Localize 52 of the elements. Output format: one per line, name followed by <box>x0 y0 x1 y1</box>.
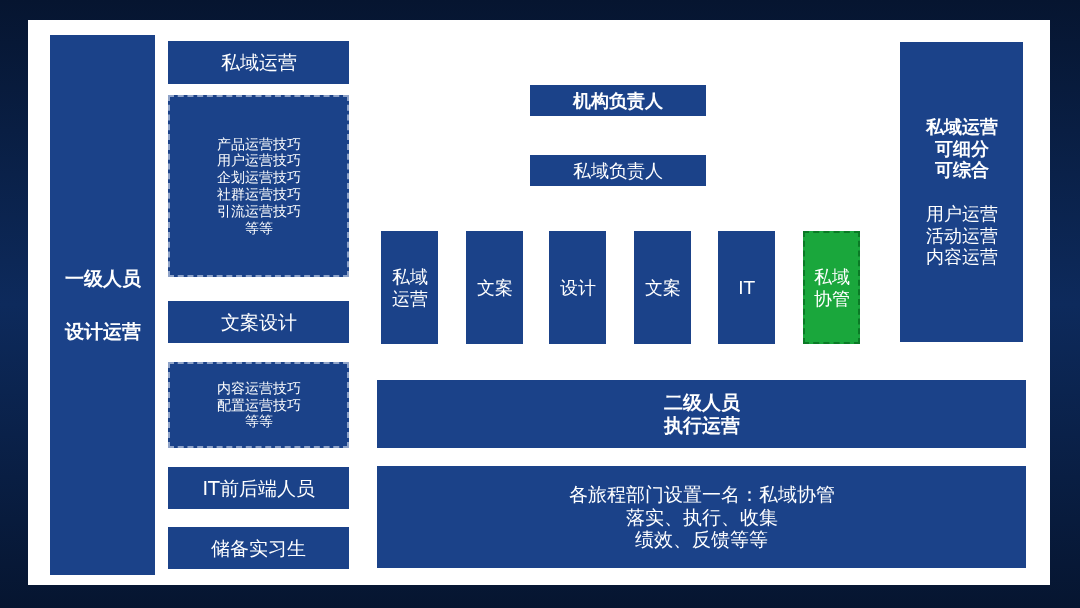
node-text: 用户运营 <box>925 203 998 225</box>
node-text: 文案设计 <box>220 310 297 334</box>
node-text: 机构负责人 <box>573 89 663 112</box>
node-text: 设计运营 <box>64 320 141 343</box>
label-box <box>168 301 349 343</box>
node-text: 文案 <box>643 276 682 299</box>
role-box <box>803 231 860 344</box>
node-text: 设计 <box>558 276 597 299</box>
node-text: 等等 <box>244 413 273 431</box>
label-box <box>168 527 349 569</box>
role-box <box>634 231 691 344</box>
node-text: 一级人员 <box>64 267 141 290</box>
node-text: 执行运营 <box>663 414 740 437</box>
skills-panel <box>168 362 349 448</box>
info-panel <box>900 42 1023 342</box>
role-box <box>549 231 606 344</box>
node-text: 内容运营技巧 <box>216 379 301 397</box>
label-box <box>168 41 349 84</box>
role-column <box>50 35 155 575</box>
level-banner <box>377 380 1026 448</box>
node-text: 可细分 <box>934 137 989 160</box>
role-box <box>466 231 523 344</box>
node-text: 配置运营技巧 <box>216 396 301 414</box>
label-box <box>530 85 706 116</box>
description-panel <box>377 466 1026 568</box>
node-text: 储备实习生 <box>211 536 306 560</box>
node-text: 私域运营 <box>925 116 998 138</box>
node-text: 企划运营技巧 <box>216 169 301 186</box>
node-text: 落实、执行、收集 <box>625 505 778 529</box>
node-text: 活动运营 <box>925 224 998 247</box>
node-text: 二级人员 <box>663 391 740 414</box>
node-text: 社群运营技巧 <box>216 186 301 203</box>
node-text: 引流运营技巧 <box>216 202 301 220</box>
node-text: 私域协管 <box>812 265 851 310</box>
role-box <box>381 231 438 344</box>
node-text: 私域负责人 <box>573 159 663 182</box>
label-box <box>530 155 706 186</box>
label-box <box>168 467 349 509</box>
node-text: 可综合 <box>934 159 989 181</box>
node-text: 绩效、反馈等等 <box>635 528 768 552</box>
node-text: 用户运营技巧 <box>216 152 301 170</box>
node-text: IT前后端人员 <box>202 476 315 500</box>
skills-panel <box>168 95 349 277</box>
node-text: 文案 <box>475 276 514 299</box>
node-text: 产品运营技巧 <box>216 135 301 153</box>
node-text: 各旅程部门设置一名：私域协管 <box>568 482 835 506</box>
node-text: 内容运营 <box>925 246 998 268</box>
node-text: IT <box>737 276 756 299</box>
node-text: 私域运营 <box>220 51 297 74</box>
node-text: 等等 <box>244 219 273 237</box>
role-box <box>718 231 775 344</box>
node-text: 私域运营 <box>390 265 429 310</box>
